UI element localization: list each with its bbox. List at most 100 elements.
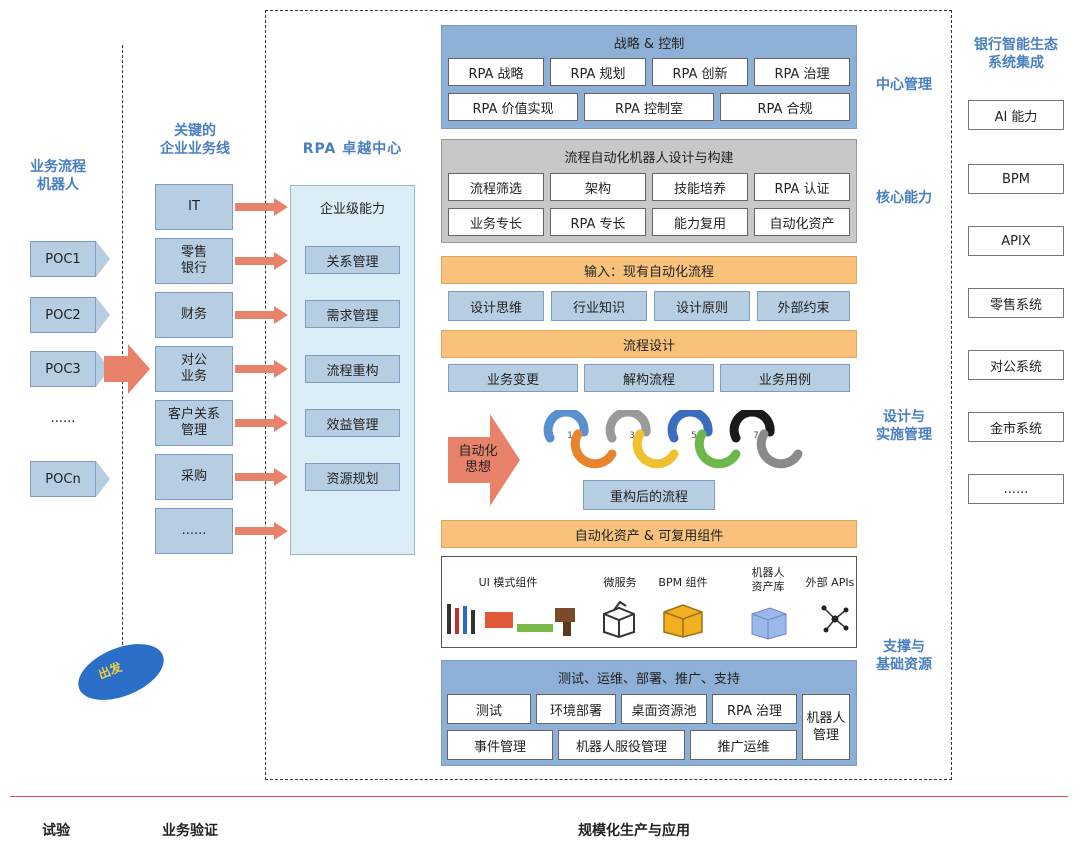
core-cell[interactable]: RPA 专长 bbox=[550, 208, 646, 236]
robot-library-cube-icon bbox=[751, 607, 787, 640]
loop-2 bbox=[570, 429, 617, 469]
lob-title: 关键的 企业业务线 bbox=[160, 123, 230, 157]
lob-item[interactable]: 对公 业务 bbox=[155, 346, 233, 392]
poc-item[interactable]: POC1 bbox=[30, 241, 96, 277]
support-cell[interactable]: 桌面资源池 bbox=[621, 694, 707, 724]
loop-number: 1 bbox=[567, 431, 573, 441]
ecosystem-item[interactable]: ...... bbox=[968, 474, 1064, 504]
support-cell[interactable]: 机器人服役管理 bbox=[558, 730, 685, 760]
asset-label: BPM 组件 bbox=[658, 576, 708, 589]
microservice-box-icon bbox=[603, 600, 635, 638]
coe-title: RPA 卓越中心 bbox=[302, 141, 403, 157]
arrow-head bbox=[274, 360, 288, 378]
rpa-title: 业务流程 机器人 bbox=[30, 159, 86, 193]
strategy-cell[interactable]: RPA 合规 bbox=[720, 93, 850, 121]
robot-management-cell[interactable]: 机器人 管理 bbox=[802, 694, 850, 760]
label-center-management: 中心管理 bbox=[876, 77, 932, 93]
stage-scale: 规模化生产与应用 bbox=[578, 823, 690, 839]
poc-item[interactable]: POC2 bbox=[30, 297, 96, 333]
core-cell[interactable]: 架构 bbox=[550, 173, 646, 201]
ecosystem-item[interactable]: 对公系统 bbox=[968, 350, 1064, 380]
core-cell[interactable]: 流程筛选 bbox=[448, 173, 544, 201]
lob-item[interactable]: 客户关系 管理 bbox=[155, 400, 233, 446]
big-arrow-head bbox=[128, 344, 150, 394]
strategy-title: 战略 & 控制 bbox=[613, 37, 685, 52]
assets-bar: 自动化资产 & 可复用组件 bbox=[441, 520, 857, 548]
coe-item[interactable]: 需求管理 bbox=[305, 300, 400, 328]
coe-item[interactable]: 资源规划 bbox=[305, 463, 400, 491]
big-arrow-shaft bbox=[104, 356, 128, 382]
arrow bbox=[235, 365, 275, 373]
loop-number: 8 bbox=[781, 448, 787, 458]
coe-item[interactable]: 流程重构 bbox=[305, 355, 400, 383]
ecosystem-item[interactable]: AI 能力 bbox=[968, 100, 1064, 130]
asset-label: 机器人 资产库 bbox=[751, 566, 785, 593]
strategy-cell[interactable]: RPA 规划 bbox=[550, 58, 646, 86]
arrow bbox=[235, 527, 275, 535]
support-cell[interactable]: 推广运维 bbox=[690, 730, 797, 760]
arrow bbox=[235, 419, 275, 427]
loop-number: 2 bbox=[595, 448, 601, 458]
stage-validation: 业务验证 bbox=[162, 823, 218, 839]
core-cell[interactable]: 业务专长 bbox=[448, 208, 544, 236]
tools-icon bbox=[447, 604, 575, 636]
timeline-line bbox=[10, 796, 1068, 797]
ecosystem-item[interactable]: BPM bbox=[968, 164, 1064, 194]
strategy-cell[interactable]: RPA 控制室 bbox=[584, 93, 714, 121]
thinking-arrow-head bbox=[490, 414, 520, 506]
core-cell[interactable]: 能力复用 bbox=[652, 208, 748, 236]
input-item[interactable]: 设计原则 bbox=[654, 291, 750, 321]
input-item[interactable]: 外部约束 bbox=[757, 291, 850, 321]
core-title: 流程自动化机器人设计与构建 bbox=[564, 151, 734, 166]
support-cell[interactable]: RPA 治理 bbox=[712, 694, 797, 724]
strategy-cell[interactable]: RPA 价值实现 bbox=[448, 93, 578, 121]
asset-label: 微服务 bbox=[603, 576, 637, 589]
input-item[interactable]: 设计思维 bbox=[448, 291, 544, 321]
loop-8 bbox=[756, 429, 803, 469]
lob-item[interactable]: 财务 bbox=[155, 292, 233, 338]
loop-number: 6 bbox=[719, 448, 725, 458]
poc-tip bbox=[96, 297, 110, 333]
input-bar: 输入：现有自动化流程 bbox=[441, 256, 857, 284]
arrow bbox=[235, 473, 275, 481]
poc-ellipsis: ...... bbox=[50, 411, 76, 426]
thinking-label: 自动化 思想 bbox=[458, 444, 498, 475]
ecosystem-title: 银行智能生态 系统集成 bbox=[974, 37, 1058, 71]
process-item[interactable]: 业务用例 bbox=[720, 364, 850, 392]
coe-item[interactable]: 关系管理 bbox=[305, 246, 400, 274]
bpm-box-icon bbox=[663, 604, 703, 638]
stage-trial: 试验 bbox=[42, 823, 70, 839]
loop-5 bbox=[667, 410, 713, 443]
arrow-head bbox=[274, 198, 288, 216]
support-cell[interactable]: 事件管理 bbox=[447, 730, 553, 760]
input-item[interactable]: 行业知识 bbox=[551, 291, 647, 321]
lob-item[interactable]: 采购 bbox=[155, 454, 233, 500]
strategy-cell[interactable]: RPA 创新 bbox=[652, 58, 748, 86]
process-item[interactable]: 业务变更 bbox=[448, 364, 578, 392]
support-cell[interactable]: 环境部署 bbox=[536, 694, 616, 724]
core-cell[interactable]: 自动化资产 bbox=[754, 208, 850, 236]
lob-item[interactable]: 零售 银行 bbox=[155, 238, 233, 284]
poc-item[interactable]: POCn bbox=[30, 461, 96, 497]
poc-item[interactable]: POC3 bbox=[30, 351, 96, 387]
lob-item[interactable]: ...... bbox=[155, 508, 233, 554]
loop-number: 5 bbox=[691, 431, 697, 441]
ecosystem-item[interactable]: 零售系统 bbox=[968, 288, 1064, 318]
divider-trial bbox=[122, 45, 123, 665]
process-bar: 流程设计 bbox=[441, 330, 857, 358]
loop-4 bbox=[632, 429, 679, 469]
result-process[interactable]: 重构后的流程 bbox=[583, 480, 715, 510]
lob-item[interactable]: IT bbox=[155, 184, 233, 230]
loop-number: 7 bbox=[753, 431, 759, 441]
core-cell[interactable]: 技能培养 bbox=[652, 173, 748, 201]
ecosystem-item[interactable]: APIX bbox=[968, 226, 1064, 256]
support-cell[interactable]: 测试 bbox=[447, 694, 531, 724]
strategy-cell[interactable]: RPA 治理 bbox=[754, 58, 850, 86]
strategy-cell[interactable]: RPA 战略 bbox=[448, 58, 544, 86]
coe-item[interactable]: 效益管理 bbox=[305, 409, 400, 437]
scaled-production-frame bbox=[265, 10, 952, 780]
ecosystem-item[interactable]: 金市系统 bbox=[968, 412, 1064, 442]
loop-6 bbox=[694, 429, 741, 469]
process-item[interactable]: 解构流程 bbox=[584, 364, 714, 392]
core-cell[interactable]: RPA 认证 bbox=[754, 173, 850, 201]
